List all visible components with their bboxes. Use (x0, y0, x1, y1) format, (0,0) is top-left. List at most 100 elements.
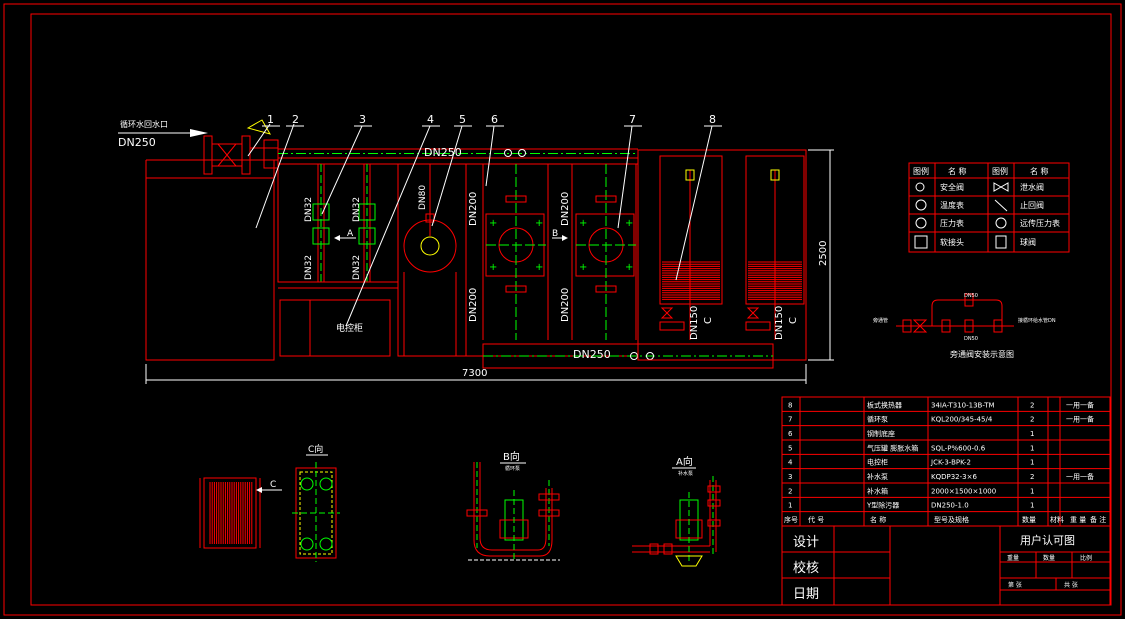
dn32-c: DN32 (304, 255, 314, 280)
legend-header-1: 图例 (913, 166, 929, 176)
parts-cell-name: Y型除污器 (866, 501, 899, 510)
svg-text:+: + (535, 262, 543, 273)
parts-header: 代 号 (808, 515, 824, 524)
title-date: 日期 (793, 587, 819, 602)
legend-name-r1: 泄水阀 (1020, 182, 1044, 192)
title-qty: 数量 (1043, 554, 1055, 562)
header-top-size: DN250 (424, 146, 462, 159)
bypass-right-label: 接循环给水管DN (1018, 317, 1056, 324)
relief-valve-icon (915, 182, 925, 192)
parts-cell-qty: 1 (1030, 444, 1034, 452)
inner-frame (30, 13, 1112, 606)
dn32-d: DN32 (352, 255, 362, 280)
svg-text:+: + (625, 262, 633, 273)
parts-cell-no: 5 (788, 444, 792, 452)
dn32-b: DN32 (352, 197, 362, 222)
parts-cell-no: 6 (788, 430, 793, 438)
a-view-title: A向 (676, 455, 693, 468)
callout-3: 3 (359, 113, 366, 126)
parts-header: 数量 (1022, 515, 1036, 524)
parts-cell-name: 电控柜 (867, 458, 888, 467)
pressure-gauge-icon (915, 217, 927, 229)
legend-name-l1: 安全阀 (940, 182, 964, 192)
inlet-label: 循环水回水口 (120, 119, 168, 129)
dn200-a: DN200 (468, 192, 479, 226)
parts-cell-name: 补水箱 (867, 486, 888, 495)
parts-cell-qty: 1 (1030, 459, 1034, 467)
title-scale: 比例 (1080, 554, 1092, 562)
legend-name-r3: 远传压力表 (1020, 218, 1060, 228)
callout-6: 6 (491, 113, 498, 126)
bypass-bottom-label: DN50 (964, 336, 978, 342)
parts-header: 名 称 (870, 515, 886, 524)
parts-cell-spec: DN250-1.0 (931, 502, 969, 510)
svg-text:+: + (579, 218, 587, 229)
drawing-title: 用户认可图 (1020, 533, 1075, 547)
parts-cell-name: 钢制底座 (867, 429, 895, 438)
parts-cell-qty: 2 (1030, 473, 1034, 481)
parts-cell-note: 一用一备 (1066, 400, 1094, 409)
parts-cell-no: 4 (788, 459, 793, 467)
legend-name-r4: 球阀 (1020, 237, 1036, 247)
dn150-a: DN150 (689, 306, 700, 340)
dn150-b: DN150 (774, 306, 785, 340)
parts-cell-qty: 2 (1030, 401, 1034, 409)
ball-valve-icon (995, 235, 1007, 249)
header-bottom-size: DN250 (573, 348, 611, 361)
legend-table: 图例 名 称 图例 名 称 安全阀 泄水阀 温度表 止回阀 压力表 远传压力表 … (908, 162, 1070, 253)
a-view: A向 补水泵 (632, 455, 721, 567)
legend-name-r2: 止回阀 (1020, 200, 1044, 210)
title-block: 设计 校核 日期 用户认可图 重量 数量 比例 第 张 共 张 (781, 525, 1111, 606)
dn200-b: DN200 (468, 288, 479, 322)
parts-cell-no: 2 (788, 487, 792, 495)
c-view-front: C向 (292, 443, 340, 562)
height-dimension: 2500 (818, 241, 829, 266)
parts-cell-no: 8 (788, 401, 792, 409)
c-arrow-label: C (270, 480, 276, 490)
callout-5: 5 (459, 113, 466, 126)
callout-8: 8 (709, 113, 716, 126)
title-total: 共 张 (1064, 581, 1078, 589)
parts-cell-no: 1 (788, 502, 792, 510)
parts-header: 型号及规格 (934, 515, 969, 524)
bypass-title: 旁通阀安装示意图 (950, 349, 1014, 359)
svg-text:+: + (489, 262, 497, 273)
view-b-marker: B (552, 229, 558, 239)
parts-header: 材料 (1050, 515, 1064, 524)
parts-cell-name: 循环泵 (867, 415, 888, 424)
parts-cell-note: 一用一备 (1066, 415, 1094, 424)
view-a-marker: A (347, 229, 354, 239)
thermometer-icon (915, 199, 927, 211)
legend-name-l4: 软接头 (940, 237, 964, 247)
parts-cell-spec: KQDP32-3×6 (931, 473, 977, 481)
legend-name-l2: 温度表 (940, 200, 964, 210)
parts-header: 序号 (784, 515, 798, 524)
title-sheet: 第 张 (1008, 581, 1022, 589)
parts-cell-qty: 1 (1030, 487, 1034, 495)
c-view-side: C (199, 477, 282, 549)
parts-cell-name: 板式换热器 (867, 400, 902, 409)
main-elevation: 循环水回水口 DN250 DN250 (118, 113, 834, 384)
view-c-marker: C (703, 317, 714, 324)
parts-cell-spec: JCK-3-BPK-2 (930, 459, 971, 467)
parts-header: 备 注 (1090, 515, 1106, 524)
svg-text:+: + (489, 218, 497, 229)
soft-joint-icon (914, 235, 928, 249)
c-view-title: C向 (308, 443, 323, 455)
b-view-sub: 循环泵 (505, 465, 520, 472)
legend-header-4: 名 称 (1030, 166, 1049, 176)
parts-cell-spec: 34IA-T310-13B-TM (931, 401, 995, 409)
title-weight: 重量 (1007, 554, 1019, 562)
parts-cell-name: 气压罐 膨胀水箱 (867, 443, 918, 452)
drain-valve-icon (993, 182, 1009, 192)
dn80-label: DN80 (418, 185, 428, 210)
svg-text:+: + (535, 218, 543, 229)
title-check: 校核 (793, 560, 819, 576)
parts-cell-spec: KQL200/345-45/4 (931, 416, 993, 424)
bypass-sketch: 旁通管 接循环给水管DN DN50 DN50 旁通阀安装示意图 (873, 293, 1056, 359)
parts-cell-note: 一用一备 (1066, 472, 1094, 481)
bypass-top-label: DN50 (964, 293, 978, 299)
callout-1: 1 (267, 113, 274, 126)
view-c2-marker: C (788, 317, 799, 324)
